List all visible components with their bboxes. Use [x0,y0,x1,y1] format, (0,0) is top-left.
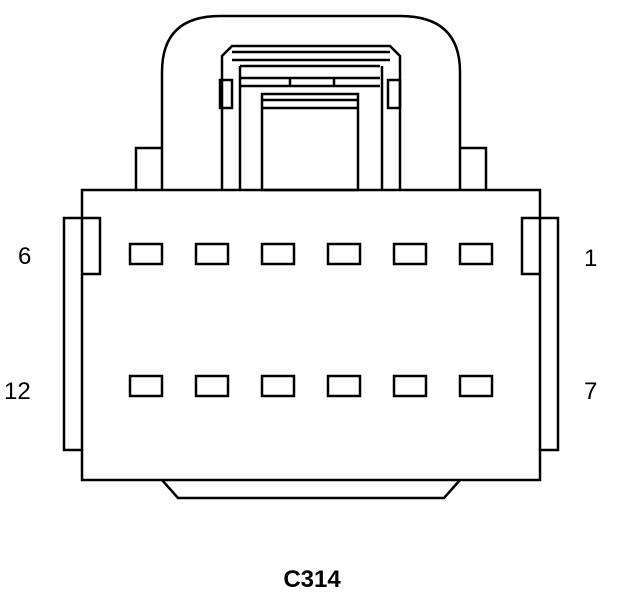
latch-tab-left [218,78,234,110]
pin-label-6: 6 [18,243,32,270]
latch-frame [220,44,402,190]
pin-label-12: 12 [4,378,31,405]
pin-cavity-5 [194,242,230,266]
pin-cavity-7 [458,374,494,398]
pin-cavity-10 [260,374,296,398]
rib-right [520,216,540,276]
bottom-flange [161,479,461,500]
housing-body [62,188,560,482]
pin-cavity-4 [260,242,296,266]
pin-cavity-8 [392,374,428,398]
connector-name-label: C314 [283,566,341,593]
pin-cavity-6 [128,242,164,266]
latch-arch [160,14,462,190]
pin-cavity-1 [458,242,494,266]
pin-label-1: 1 [584,245,598,272]
shoulder-right [460,146,488,190]
pin-cavity-9 [326,374,362,398]
pin-cavity-12 [128,374,164,398]
shoulder-left [134,146,162,190]
pin-cavity-11 [194,374,230,398]
pin-cavity-3 [326,242,362,266]
pin-cavity-2 [392,242,428,266]
pin-label-7: 7 [584,378,598,405]
rib-left [82,216,102,276]
latch-tab-right [386,78,402,110]
